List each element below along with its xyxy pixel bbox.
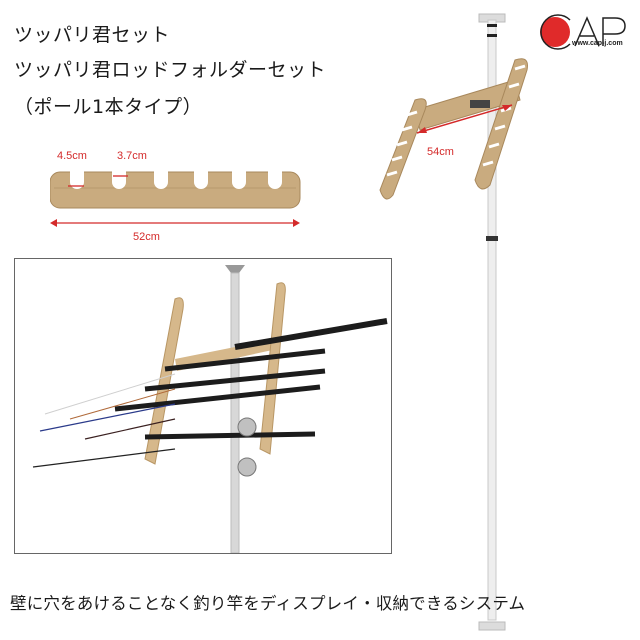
- holder-board-illustration: [50, 168, 301, 209]
- mount-width-label: 54cm: [427, 146, 454, 158]
- cap-logo: [535, 10, 635, 60]
- product-photo: [14, 258, 392, 554]
- product-title-line1: ツッパリ君セット: [14, 24, 171, 46]
- cap-logo-icon: [540, 14, 626, 50]
- rods-on-holder-photo: [32, 265, 388, 553]
- product-caption: 壁に穴をあけることなく釣り竿をディスプレイ・収納できるシステム: [10, 594, 526, 613]
- tension-pole-illustration: [478, 13, 506, 631]
- product-title-line3: （ポール1本タイプ）: [14, 96, 203, 118]
- slot-gap-label: 3.7cm: [117, 150, 147, 162]
- mounted-holder-illustration: [379, 58, 528, 200]
- slot-width-label: 4.5cm: [57, 150, 87, 162]
- product-title-line2: ツッパリ君ロッドフォルダーセット: [14, 59, 327, 81]
- total-length-label: 52cm: [133, 231, 160, 243]
- logo-url: www.cap-j.com: [572, 40, 623, 47]
- total-length-arrow: [50, 219, 300, 227]
